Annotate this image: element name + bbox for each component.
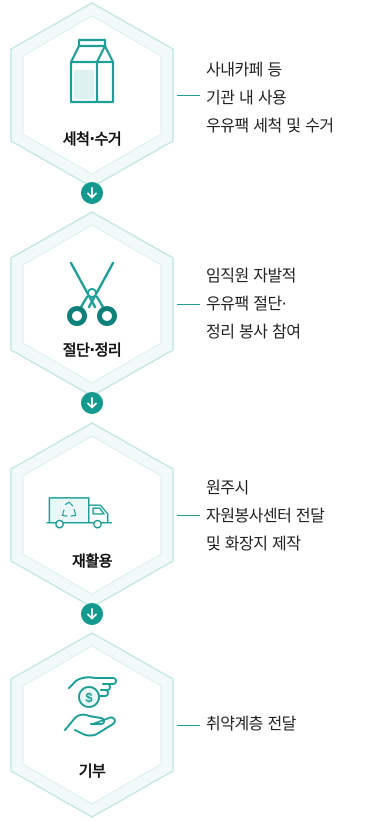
desc-line: 우유팩 세척 및 수거 xyxy=(206,116,334,135)
connector-line xyxy=(177,725,200,726)
scissors-icon xyxy=(57,259,127,329)
step-title: 기부 xyxy=(78,762,106,780)
step-title: 절단·정리 xyxy=(62,341,122,359)
step-donate: $ 기부 취약계층 전달 xyxy=(0,630,376,820)
step-wash-collect: 세척·수거 사내카페 등 기관 내 사용 우유팩 세척 및 수거 xyxy=(0,0,376,190)
desc-line: 기관 내 사용 xyxy=(206,88,287,107)
arrow-down-icon xyxy=(81,182,103,204)
step-description: 원주시 자원봉사센터 전달 및 화장지 제작 xyxy=(206,474,325,558)
desc-line: 및 화장지 제작 xyxy=(206,534,301,553)
desc-line: 정리 봉사 참여 xyxy=(206,322,301,341)
connector-line xyxy=(177,304,200,305)
step-description: 사내카페 등 기관 내 사용 우유팩 세척 및 수거 xyxy=(206,56,334,140)
arrow-down-icon xyxy=(81,392,103,414)
svg-text:$: $ xyxy=(85,690,93,705)
step-cut-arrange: 절단·정리 임직원 자발적 우유팩 절단· 정리 봉사 참여 xyxy=(0,209,376,399)
arrow-down-icon xyxy=(81,603,103,625)
step-description: 취약계층 전달 xyxy=(206,710,296,738)
step-title: 재활용 xyxy=(72,552,112,570)
desc-line: 우유팩 절단· xyxy=(206,294,287,313)
desc-line: 임직원 자발적 xyxy=(206,266,296,285)
desc-line: 자원봉사센터 전달 xyxy=(206,506,325,525)
desc-line: 취약계층 전달 xyxy=(206,714,296,733)
desc-line: 원주시 xyxy=(206,478,249,497)
step-description: 임직원 자발적 우유팩 절단· 정리 봉사 참여 xyxy=(206,262,301,346)
donation-hand-coin-icon: $ xyxy=(57,670,127,740)
connector-line xyxy=(177,95,200,96)
step-recycle: 재활용 원주시 자원봉사센터 전달 및 화장지 제작 xyxy=(0,420,376,610)
hexagon-frame: 세척·수거 xyxy=(7,0,177,190)
desc-line: 사내카페 등 xyxy=(206,60,282,79)
milk-carton-icon xyxy=(57,36,127,106)
hexagon-frame: 재활용 xyxy=(7,420,177,610)
recycling-truck-icon xyxy=(45,476,141,536)
hexagon-frame: $ 기부 xyxy=(7,630,177,820)
connector-line xyxy=(177,515,200,516)
step-title: 세척·수거 xyxy=(62,130,122,148)
hexagon-frame: 절단·정리 xyxy=(7,209,177,399)
